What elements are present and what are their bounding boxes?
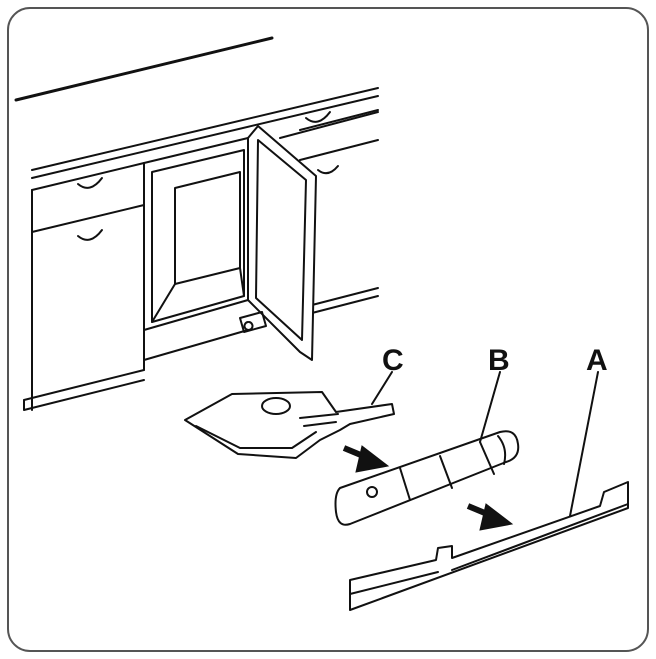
- drawer-handle-3: [305, 111, 331, 123]
- leader-c: [371, 371, 393, 405]
- counter-front-right: [279, 111, 379, 139]
- part-b-segments: [399, 435, 507, 501]
- plinth-left: [23, 369, 145, 411]
- drawer-handle-2: [77, 229, 103, 241]
- arrow-c-head: [355, 445, 390, 473]
- niche-floor: [151, 267, 245, 323]
- leader-a: [569, 371, 599, 517]
- drawer-handle-1: [77, 177, 103, 189]
- part-b-bar: [334, 430, 520, 526]
- niche-bottom-edge: [143, 329, 249, 371]
- arrows: [342, 445, 514, 531]
- right-cabinet-face: [299, 109, 379, 161]
- drawer-handle-4: [317, 165, 339, 175]
- appliance-door: [247, 125, 317, 361]
- part-c-plate: [184, 391, 395, 459]
- part-c-detail: [195, 397, 339, 449]
- part-b-screw: [366, 486, 378, 498]
- label-b: B: [488, 344, 510, 377]
- plinth-right: [311, 287, 379, 314]
- diagram-border: [7, 7, 649, 652]
- door-inner-panel: [255, 139, 307, 341]
- countertop-top-line: [14, 36, 274, 102]
- label-a: A: [586, 344, 608, 377]
- leader-b: [479, 371, 501, 443]
- arrow-a-head: [479, 503, 514, 531]
- part-a-edge: [349, 503, 629, 595]
- cabinet-illustration: [14, 36, 629, 611]
- part-a-strip: [349, 481, 629, 611]
- counter-front-left: [31, 87, 379, 191]
- label-c: C: [382, 344, 404, 377]
